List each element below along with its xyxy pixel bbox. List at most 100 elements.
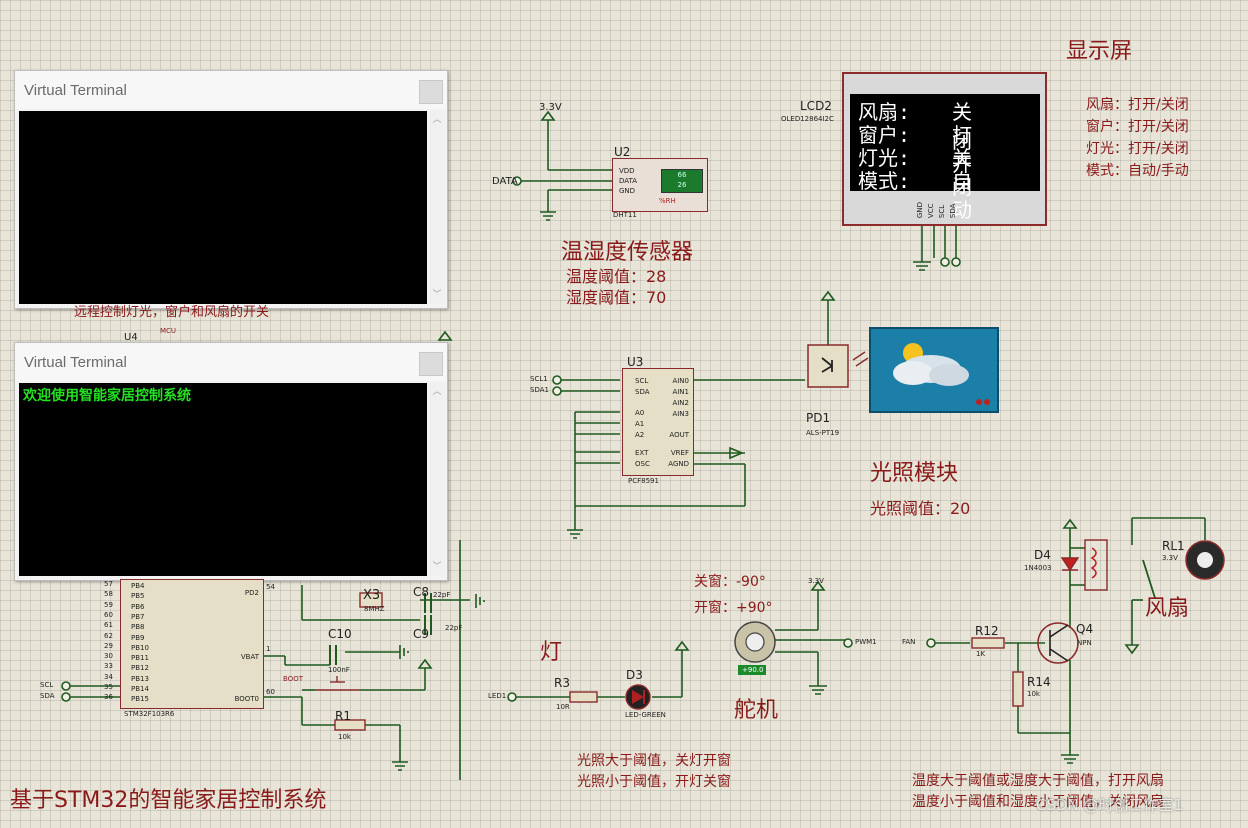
servo-vcc: 3.3V (808, 577, 824, 585)
oled-row-value: 自动 (952, 169, 972, 222)
light-threshold: 光照阈值：20 (870, 499, 971, 518)
crystal-freq: 8MHZ (364, 605, 385, 613)
light-sensor-panel[interactable] (869, 327, 999, 413)
mcu-pin-number: 57 (104, 580, 113, 588)
terminal-title: Virtual Terminal (24, 353, 127, 371)
adc-pin-label: A0 (635, 409, 645, 417)
c9-value: 22pF (445, 624, 463, 632)
adc-part: U3 (627, 355, 644, 369)
d4-label: D4 (1034, 548, 1051, 562)
c10-label: C10 (328, 627, 352, 641)
dht11-module[interactable]: VDD DATA GND 66 26 %RH (612, 158, 708, 212)
c9-label: C9 (413, 627, 430, 641)
net-scl: SCL (40, 681, 54, 689)
mcu-u-label: U4 (124, 332, 138, 343)
c10-value: 100nF (328, 666, 350, 674)
fan-note-2: 温度小于阈值和湿度小于阈值，关闭风扇 (912, 794, 1164, 810)
hum-threshold: 湿度阈值：70 (566, 288, 667, 307)
display-part: LCD2 (800, 99, 832, 113)
oled-pin-gnd: GND (916, 202, 924, 219)
mcu-pin-num: 1 (266, 645, 271, 653)
dht-pin-data: DATA (619, 177, 638, 185)
oled-row: 窗户:打开 (858, 119, 972, 176)
mcu-pin-number: 29 (104, 641, 113, 650)
oled-display[interactable]: 风扇:关闭窗户:打开灯光:关闭模式:自动 GND VCC SCL SDA (842, 72, 1047, 226)
mcu-pin-number: 61 (104, 621, 113, 630)
oled-row: 模式:自动 (858, 165, 972, 222)
r14-label: R14 (1027, 675, 1051, 689)
r1-value: 10k (338, 733, 351, 741)
scroll-up-icon[interactable]: ︿ (432, 387, 442, 397)
lamp-title: 灯 (540, 640, 563, 665)
mcu-pin-number: 35 (104, 683, 113, 691)
terminal-title-bar[interactable]: Virtual Terminal (15, 343, 447, 381)
d4-model: 1N4003 (1024, 564, 1052, 572)
mcu-pin-number: 59 (104, 600, 113, 609)
window-button[interactable] (419, 80, 443, 104)
servo-net: PWM1 (855, 638, 877, 646)
servo-close: 关窗：-90° (694, 574, 766, 590)
terminal-scrollbar[interactable]: ︿ ﹀ (429, 111, 445, 304)
adc-model: PCF8591 (628, 477, 659, 485)
display-heading: 显示屏 (1066, 39, 1133, 64)
dht-title: 温湿度传感器 (561, 240, 694, 265)
oled-row: 灯光:关闭 (858, 142, 972, 199)
adc-pin-label: AIN0 (672, 377, 689, 385)
r12-value: 1K (976, 650, 986, 658)
adc-pin-label: EXT (635, 449, 649, 457)
mcu-pin-number: 60 (104, 610, 113, 619)
ground-symbols (392, 110, 1140, 771)
r3-value: 10R (556, 703, 570, 711)
fan-note-1: 温度大于阈值或湿度大于阈值，打开风扇 (912, 773, 1164, 789)
adc-pin-label: AGND (668, 460, 689, 468)
terminal-title-bar[interactable]: Virtual Terminal (15, 71, 447, 109)
virtual-terminal-2[interactable]: Virtual Terminal 欢迎使用智能家居控制系统 ︿ ﹀ (14, 342, 448, 581)
mcu-pin-number: 33 (104, 662, 113, 671)
r3-label: R3 (554, 676, 570, 690)
mcu-pin-vbat: VBAT (240, 653, 259, 661)
mcu-pin-boot0: BOOT0 (234, 695, 259, 703)
oled-pin-scl: SCL (938, 204, 946, 219)
oled-row-value: 关闭 (952, 100, 972, 153)
pd-part: PD1 (806, 411, 831, 425)
terminal-screen[interactable]: 欢迎使用智能家居控制系统 (19, 383, 427, 576)
mcu-pin-label: PB10 (131, 643, 149, 652)
dht-readout-temp: 26 (677, 181, 687, 189)
virtual-terminal-1[interactable]: Virtual Terminal ︿ ﹀ (14, 70, 448, 309)
mcu-pin-label: PB4 (131, 582, 145, 590)
window-button[interactable] (419, 352, 443, 376)
terminal-screen[interactable] (19, 111, 427, 304)
relay-label: RL1 (1162, 539, 1185, 553)
oled-screen: 风扇:关闭窗户:打开灯光:关闭模式:自动 (850, 94, 1040, 222)
adc-pin-label: AIN3 (672, 410, 689, 418)
scroll-down-icon[interactable]: ﹀ (432, 290, 442, 300)
terminal-output: 欢迎使用智能家居控制系统 (23, 388, 191, 404)
adc-pin-label: OSC (635, 460, 650, 468)
q4-label: Q4 (1076, 622, 1094, 636)
fan-net: FAN (902, 638, 916, 646)
mcu-pin-label: PB14 (131, 685, 149, 693)
adc-pin-label: SDA (635, 388, 650, 396)
scroll-down-icon[interactable]: ﹀ (432, 562, 442, 572)
adc-pin-label: AOUT (669, 431, 689, 439)
dht-readout-humidity: 66 (677, 171, 687, 179)
display-model: OLED12864I2C (781, 115, 834, 123)
scroll-up-icon[interactable]: ︿ (432, 115, 442, 125)
r12-label: R12 (975, 624, 999, 638)
mcu-pin-label: PB9 (131, 633, 145, 642)
mcu-pin-label: PB7 (131, 612, 145, 621)
oled-pin-vcc: VCC (927, 203, 935, 219)
adc-pin-label: AIN2 (672, 399, 689, 407)
mcu-pin-label: PB11 (131, 654, 149, 663)
net-sda: SDA (40, 692, 55, 700)
servo-open: 开窗：+90° (694, 600, 773, 616)
mcu-pin-label: PB8 (131, 623, 145, 632)
oled-row-value: 打开 (952, 123, 972, 176)
terminal-scrollbar[interactable]: ︿ ﹀ (429, 383, 445, 576)
lamp-note-1: 光照大于阈值，关灯开窗 (577, 753, 731, 769)
dht-vcc: 3.3V (539, 102, 562, 113)
display-legend-item: 窗户：打开/关闭 (1086, 119, 1189, 135)
